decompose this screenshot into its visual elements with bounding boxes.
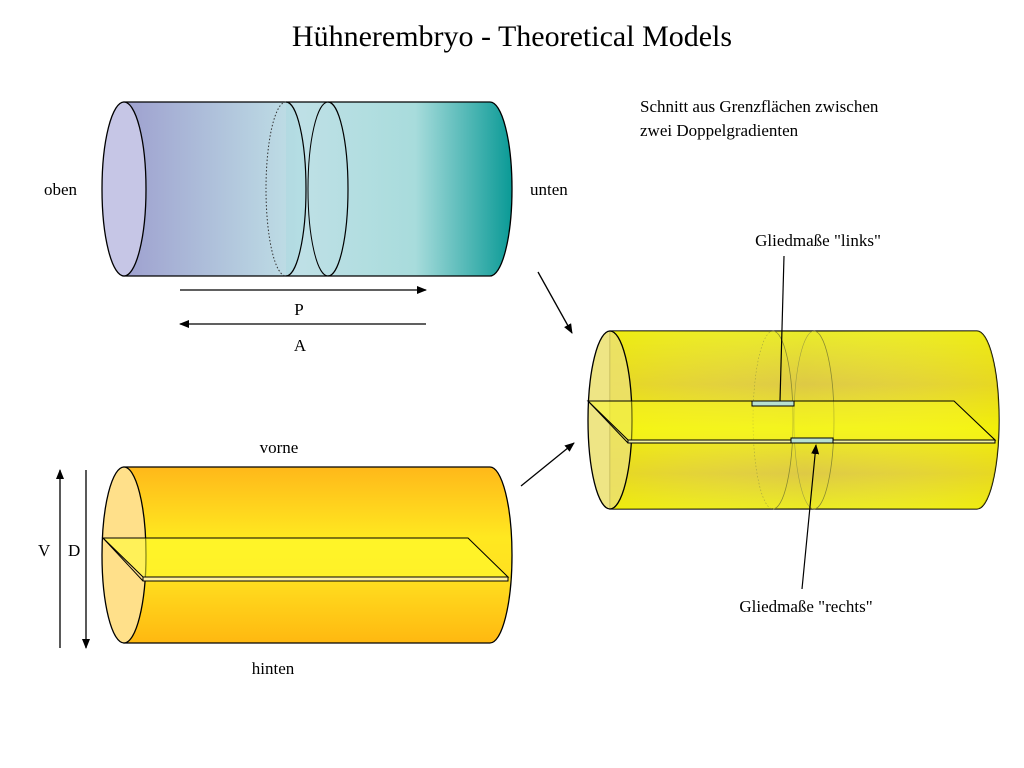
ap-cylinder-end-cap <box>101 101 147 277</box>
label-vorne: vorne <box>260 438 299 457</box>
combined-cylinder-end-cap <box>587 330 633 510</box>
label-a: A <box>294 336 307 355</box>
label-limb-rechts: Gliedmaße "rechts" <box>739 597 872 616</box>
ap-boundary-1-front <box>285 101 307 277</box>
arrow-ap-to-combined <box>537 271 573 334</box>
note-line-2: zwei Doppelgradienten <box>640 121 799 140</box>
combined-boundary-ring-1-back <box>752 330 774 510</box>
ap-cylinder-body <box>123 101 513 277</box>
pointer-links <box>779 255 785 402</box>
arrow-dv-to-combined <box>520 442 575 487</box>
dv-boundary-plane-edge <box>142 576 509 582</box>
combined-boundary-ring-2-back <box>793 330 815 510</box>
dv-boundary-plane <box>101 537 510 578</box>
label-limb-links: Gliedmaße "links" <box>755 231 881 250</box>
combined-plane-side <box>587 400 629 444</box>
dv-gradient-cylinder <box>101 466 513 644</box>
pointer-rechts <box>801 444 820 590</box>
combined-cylinder <box>586 330 1000 510</box>
label-d: D <box>68 541 80 560</box>
combined-cylinder-shading <box>610 331 999 509</box>
combined-boundary-ring-2 <box>813 330 835 510</box>
ap-boundary-1-back <box>265 101 287 277</box>
ap-boundary-2-back <box>307 101 329 277</box>
dv-plane-side <box>102 537 144 582</box>
label-unten: unten <box>530 180 568 199</box>
label-hinten: hinten <box>252 659 295 678</box>
ap-boundary-2-front <box>327 101 349 277</box>
slide-title: Hühnerembryo - Theoretical Models <box>292 20 732 53</box>
label-oben: oben <box>44 180 78 199</box>
limb-marker-links <box>751 400 795 407</box>
note-line-1: Schnitt aus Grenzflächen zwischen <box>640 97 879 116</box>
ap-gradient-cylinder <box>101 101 513 277</box>
label-p: P <box>294 300 303 319</box>
label-v: V <box>38 541 51 560</box>
combined-boundary-plane <box>586 400 997 441</box>
limb-marker-rechts <box>790 437 834 444</box>
